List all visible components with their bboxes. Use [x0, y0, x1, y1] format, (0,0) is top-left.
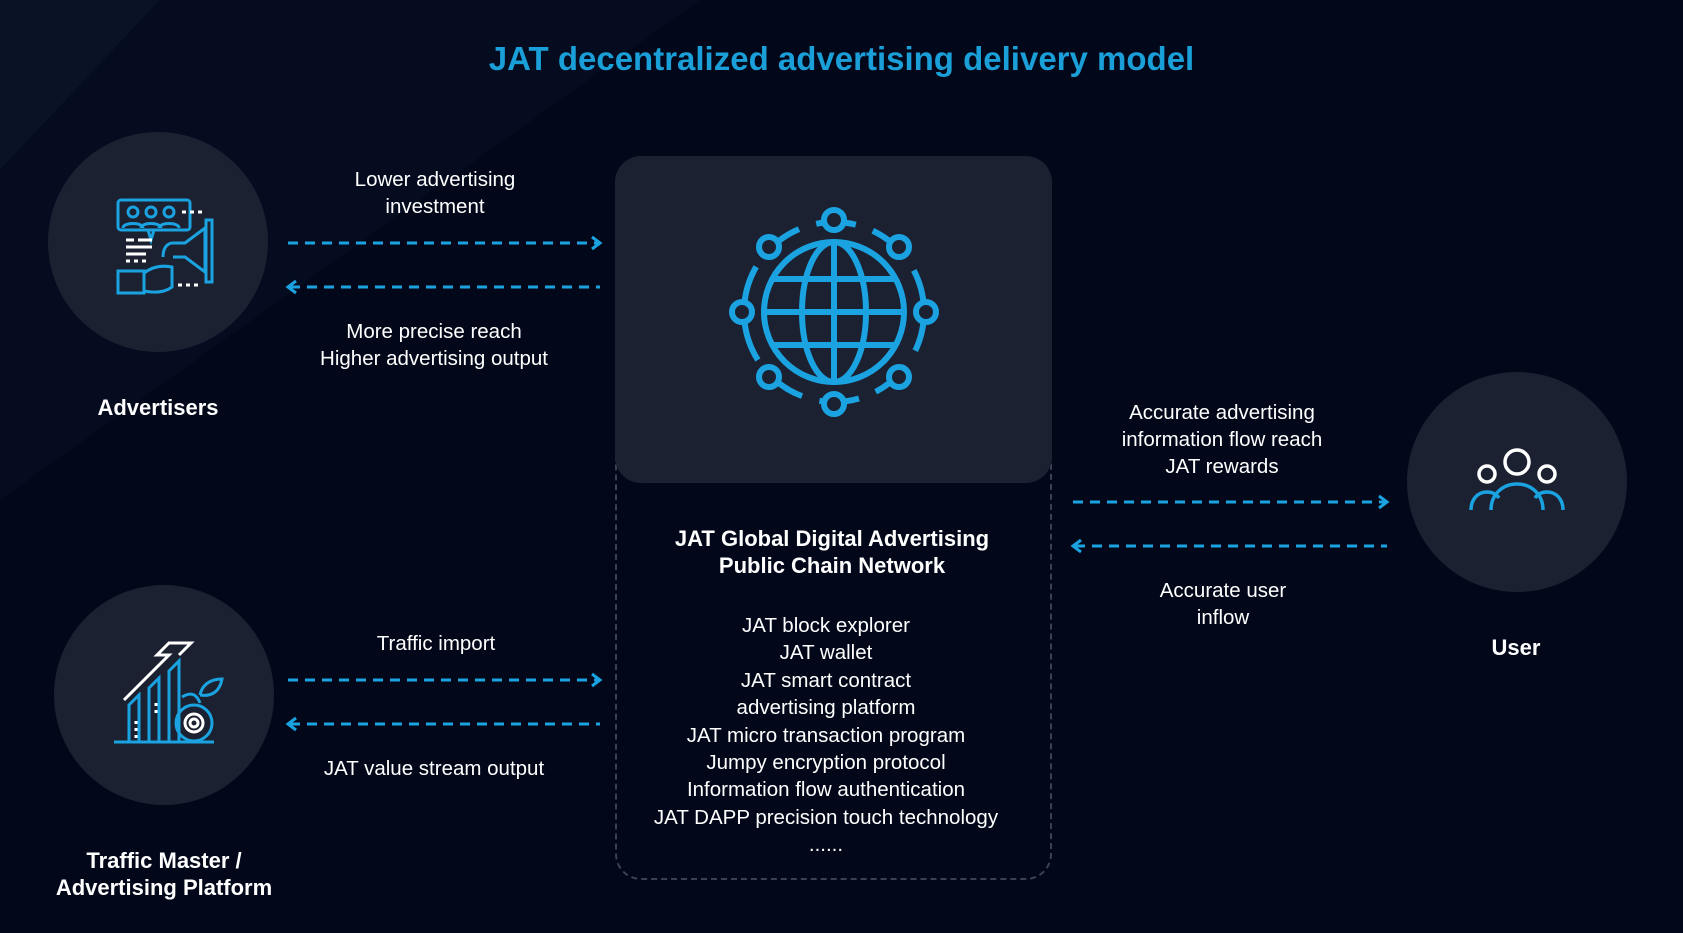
- users-group-icon: [1469, 448, 1565, 511]
- arrow-left-icon: [285, 279, 600, 295]
- flow-text-line: Higher advertising output: [320, 347, 548, 370]
- feature-item: JAT DAPP precision touch technology: [653, 805, 999, 829]
- flow-traffic-to-center-text: Traffic import: [376, 632, 496, 655]
- flow-text-line: JAT rewards: [1165, 455, 1279, 478]
- center-network-box: [615, 156, 1052, 483]
- user-label: User: [1491, 635, 1541, 660]
- page-title: JAT decentralized advertising delivery m…: [488, 40, 1195, 77]
- flow-center-to-traffic-text: JAT value stream output: [323, 757, 545, 780]
- flow-text-line: Lower advertising: [354, 168, 516, 191]
- traffic-master-node: [54, 585, 274, 805]
- arrow-left-icon: [1070, 538, 1387, 554]
- flow-text-line: Accurate advertising: [1129, 401, 1315, 424]
- feature-item: JAT block explorer: [742, 614, 910, 637]
- feature-item: JAT wallet: [779, 641, 873, 665]
- megaphone-audience-icon: [116, 198, 214, 295]
- arrow-right-icon: [288, 235, 603, 251]
- arrow-left-icon: [285, 716, 600, 732]
- growth-chart-gear-icon: [114, 641, 224, 744]
- traffic-label-line-1: Traffic Master /: [86, 848, 242, 873]
- center-title-line-2: Public Chain Network: [718, 553, 946, 578]
- feature-item: Jumpy encryption protocol: [706, 750, 946, 774]
- flow-text-line: investment: [385, 195, 485, 218]
- flow-adv-to-center-text: Lower advertising investment: [355, 166, 516, 220]
- arrow-right-icon: [288, 672, 603, 688]
- center-feature-list: JAT block explorer JAT wallet JAT smart …: [654, 612, 998, 859]
- user-node: [1407, 372, 1627, 592]
- flow-text-line: Accurate user: [1159, 579, 1287, 602]
- advertisers-node: [48, 132, 268, 352]
- feature-item: advertising platform: [736, 696, 916, 720]
- feature-item: JAT smart contract: [740, 668, 912, 692]
- flow-center-to-user-text: Accurate advertising information flow rea…: [1122, 399, 1323, 480]
- arrow-right-icon: [1073, 494, 1390, 510]
- flow-text-line: More precise reach: [346, 320, 522, 343]
- center-dashed-outline: [615, 440, 1052, 880]
- flow-user-to-center-text: Accurate user inflow: [1160, 577, 1286, 631]
- flow-text-line: inflow: [1196, 606, 1250, 629]
- traffic-master-label: Traffic Master /Advertising Platform: [56, 847, 272, 901]
- feature-item: ......: [808, 833, 844, 857]
- advertisers-label: Advertisers: [97, 395, 219, 420]
- feature-item: JAT micro transaction program: [686, 723, 966, 747]
- flow-text-line: information flow reach: [1121, 428, 1323, 451]
- globe-network-icon: [729, 207, 939, 417]
- traffic-label-line-2: Advertising Platform: [55, 875, 273, 900]
- center-title-line-1: JAT Global Digital Advertising: [674, 526, 990, 551]
- feature-item: Information flow authentication: [686, 778, 966, 802]
